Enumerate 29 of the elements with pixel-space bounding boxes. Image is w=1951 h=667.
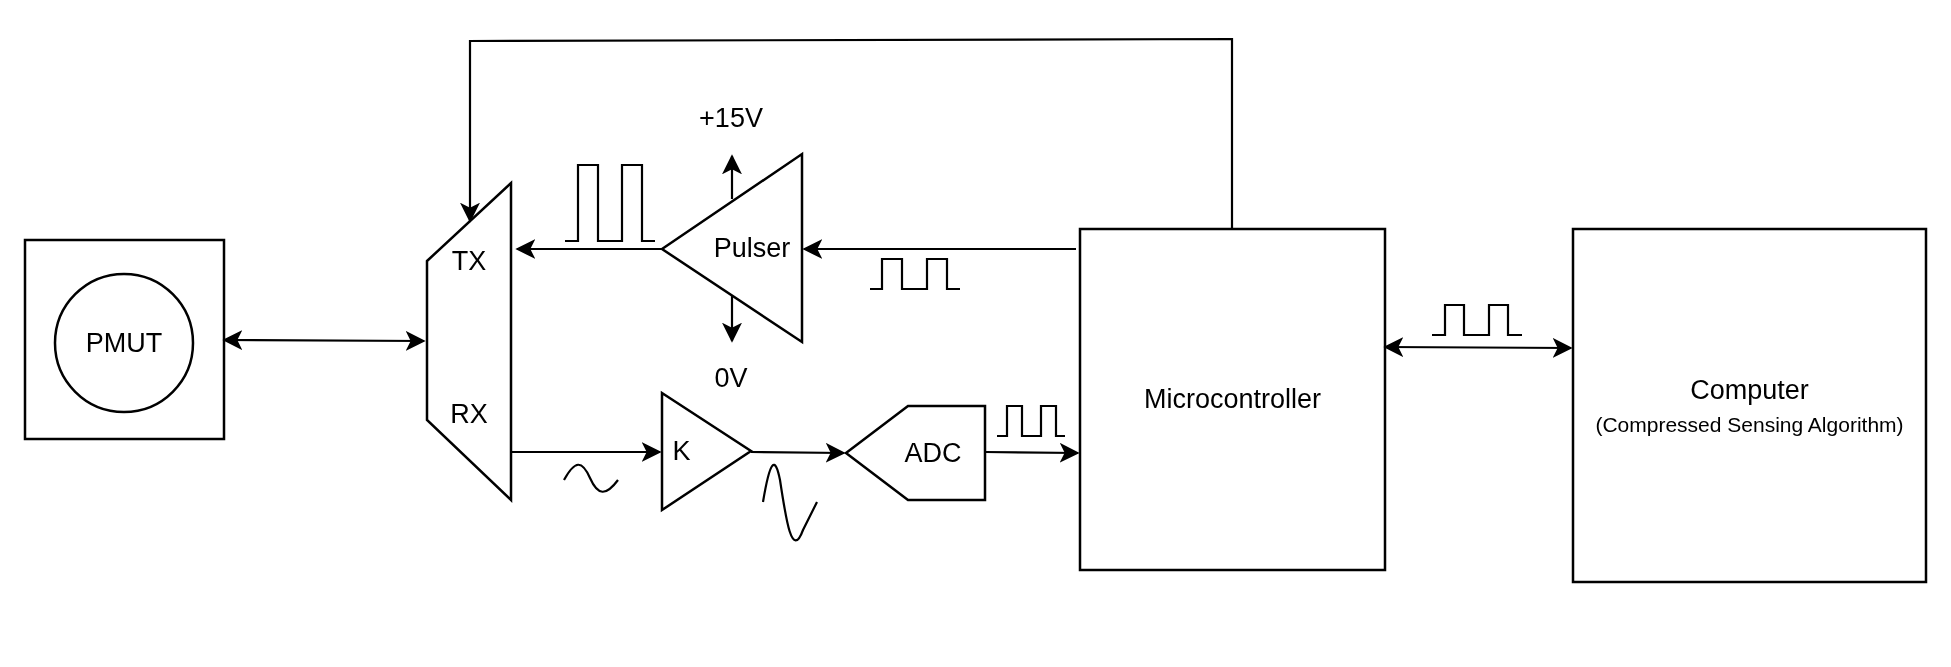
block-label: PMUT (85, 326, 163, 360)
arrow (985, 442, 1080, 463)
arrow (511, 442, 662, 462)
microcontroller-block (1080, 229, 1385, 570)
gain-label: K (672, 435, 691, 468)
block-label: Pulser (713, 231, 791, 265)
arrow (460, 37, 1234, 229)
port-label: TX (451, 245, 487, 278)
arrow (802, 239, 1076, 259)
amplifier-triangle (662, 393, 751, 510)
adc-block (846, 406, 985, 500)
port-label: RX (450, 397, 488, 430)
transducer-housing (25, 240, 224, 439)
pulser-triangle (662, 154, 802, 342)
block-subtitle: (Compressed Sensing Algorithm) (1595, 412, 1904, 438)
voltage-label: 0V (710, 360, 752, 396)
block-label: Microcontroller (1143, 383, 1321, 416)
transducer-circle (54, 273, 194, 413)
computer-block (1573, 229, 1926, 582)
arrow (222, 330, 426, 351)
block-label: ADC (904, 436, 962, 470)
block-label: Computer (1690, 373, 1809, 407)
arrow (722, 154, 742, 199)
tx-rx-switch (427, 183, 511, 500)
arrow (1383, 337, 1573, 358)
arrow (751, 442, 846, 463)
voltage-label: +15V (695, 100, 767, 136)
arrow (515, 239, 662, 259)
arrow (722, 296, 742, 343)
